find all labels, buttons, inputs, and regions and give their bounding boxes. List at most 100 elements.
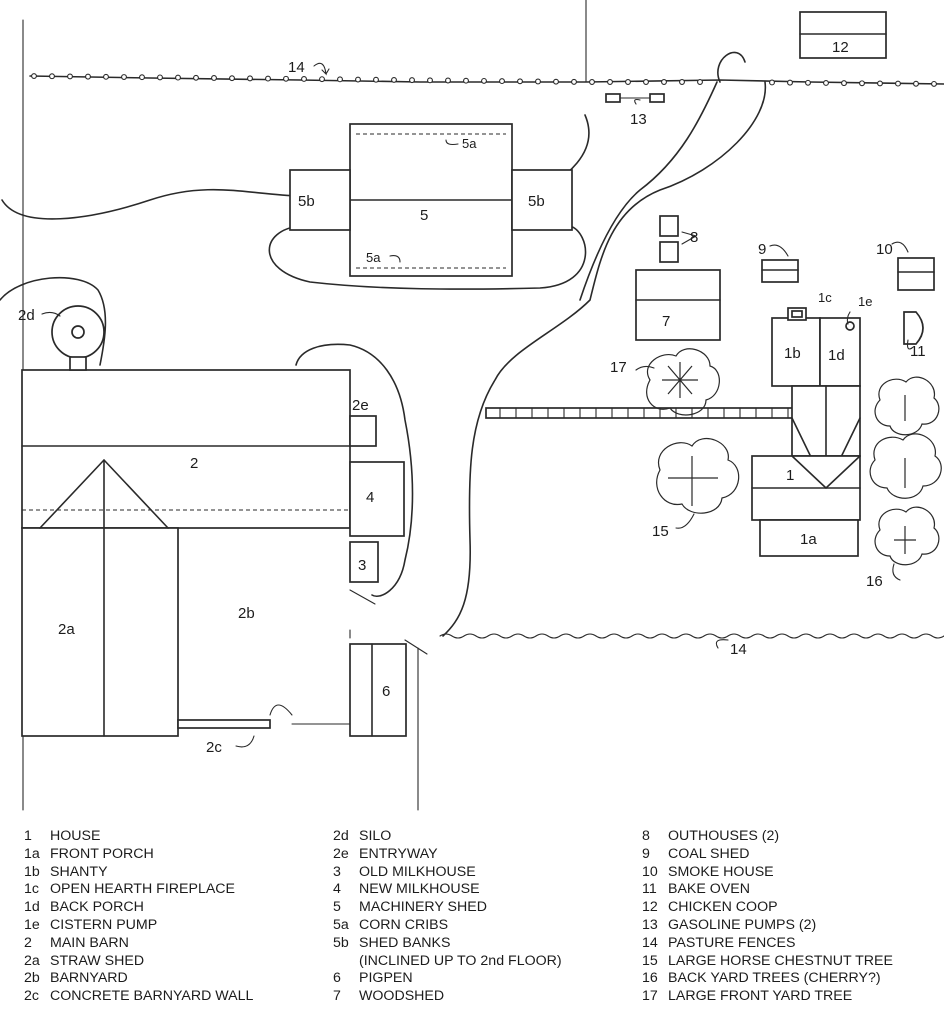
legend-code: 11 (642, 881, 657, 898)
legend-item: 1c OPEN HEARTH FIREPLACE (24, 881, 253, 899)
label-chicken-coop: 12 (832, 39, 849, 56)
pasture-fence-top (29, 73, 944, 87)
label-coal-shed: 9 (758, 241, 766, 258)
legend-description: CORN CRIBS (359, 916, 449, 933)
legend-description: CISTERN PUMP (50, 916, 158, 933)
legend-code: 8 (642, 828, 650, 844)
barnyard-gate-2 (269, 704, 293, 716)
smoke-house (897, 257, 935, 291)
label-corn-crib-top: 5a (462, 136, 477, 151)
legend-code: 3 (333, 863, 341, 880)
legend-description: OUTHOUSES (2) (668, 828, 780, 844)
legend-code: 2a (24, 952, 40, 969)
legend-description: ENTRYWAY (359, 845, 438, 862)
barnyard-wall (177, 719, 351, 729)
legend-description: BACK PORCH (50, 899, 144, 916)
label-gas-pumps: 13 (630, 111, 647, 128)
legend-code: 5 (333, 899, 341, 916)
label-bake-oven: 11 (910, 343, 926, 360)
front-yard-tree (646, 348, 720, 416)
farmstead-map: 5b 5 5b 5a 5a 14 13 12 8 9 10 7 1c 1e 1b… (0, 0, 944, 811)
label-fireplace: 1c (818, 290, 832, 305)
walkway (485, 407, 795, 419)
legend-code: 16 (642, 970, 658, 987)
legend-item: 2a STRAW SHED (24, 953, 253, 971)
new-milkhouse (349, 461, 405, 537)
legend-code: 2c (24, 988, 39, 1005)
label-straw-shed: 2a (58, 621, 75, 638)
legend-code: 10 (642, 863, 658, 880)
legend-code: 1d (24, 899, 40, 916)
barn-east-curve (295, 343, 414, 597)
legend-item: 1a FRONT PORCH (24, 846, 253, 864)
label-silo: 2d (18, 307, 35, 324)
label-old-milkhouse: 3 (358, 557, 366, 574)
legend-code: 1c (24, 881, 39, 898)
legend-description: COAL SHED (668, 845, 750, 862)
driveway-west-edge (442, 51, 767, 637)
legend-description: MACHINERY SHED (359, 899, 487, 916)
legend-description: OPEN HEARTH FIREPLACE (50, 881, 236, 898)
woodshed (635, 269, 721, 341)
outhouses (659, 215, 679, 263)
gasoline-pumps (605, 93, 665, 103)
label-house: 1 (786, 467, 794, 484)
main-barn (21, 305, 405, 737)
legend-description: CONCRETE BARNYARD WALL (50, 988, 254, 1005)
straw-shed (21, 527, 179, 737)
legend-description: PIGPEN (359, 970, 413, 987)
legend-description: WOODSHED (359, 988, 445, 1005)
legend-item: 7 WOODSHED (333, 988, 562, 1006)
leader-arrows (41, 62, 913, 748)
legend-item: 1e CISTERN PUMP (24, 917, 253, 935)
label-shed-bank-right: 5b (528, 193, 545, 210)
shanty (771, 317, 821, 387)
legend-description: STRAW SHED (50, 952, 145, 969)
legend-code: 1a (24, 845, 40, 862)
legend-item: 3 OLD MILKHOUSE (333, 864, 562, 882)
label-corn-crib-bottom: 5a (366, 250, 381, 265)
legend-item: 5a CORN CRIBS (333, 917, 562, 935)
pigpen (349, 643, 407, 737)
legend-item: 5b SHED BANKS (333, 935, 562, 953)
legend-description: NEW MILKHOUSE (359, 881, 480, 898)
label-entryway: 2e (352, 397, 369, 414)
legend-description: SHED BANKS (359, 934, 451, 951)
legend-description: HOUSE (50, 828, 101, 844)
legend-description: SMOKE HOUSE (668, 863, 774, 880)
legend-description: CHICKEN COOP (668, 899, 778, 916)
legend-code: 2b (24, 970, 40, 987)
legend-description: FRONT PORCH (50, 845, 154, 862)
legend-description: OLD MILKHOUSE (359, 863, 476, 880)
label-main-barn: 2 (190, 455, 198, 472)
legend-code: 5b (333, 934, 349, 951)
legend-code: 1e (24, 916, 40, 933)
legend-code: 17 (642, 988, 658, 1005)
label-outhouses: 8 (690, 229, 698, 246)
barn-yard-curve (0, 276, 107, 366)
label-barnyard-wall: 2c (206, 739, 222, 756)
label-new-milkhouse: 4 (366, 489, 374, 506)
label-machinery-shed: 5 (420, 207, 428, 224)
legend-code: 2e (333, 845, 349, 862)
legend-code: 7 (333, 988, 341, 1005)
legend-description: LARGE HORSE CHESTNUT TREE (668, 952, 893, 969)
coal-shed (761, 259, 799, 283)
label-fence-bottom: 14 (730, 641, 747, 658)
legend-code: 15 (642, 952, 658, 969)
machinery-shed-loop (268, 225, 587, 290)
legend-description: PASTURE FENCES (668, 934, 796, 951)
legend-description: MAIN BARN (50, 934, 129, 951)
legend-code: 5a (333, 916, 349, 933)
pasture-fence-bottom (439, 633, 944, 639)
chicken-coop (799, 11, 887, 59)
entryway (349, 415, 377, 447)
